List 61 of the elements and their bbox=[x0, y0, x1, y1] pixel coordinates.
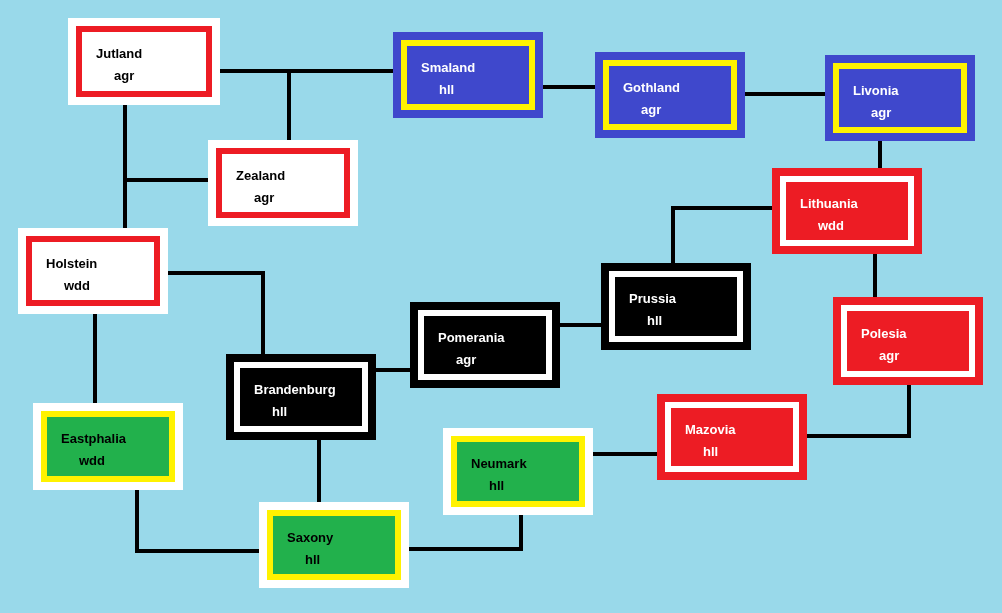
region-box bbox=[443, 428, 593, 515]
connector-line bbox=[671, 206, 772, 263]
region-name: Zealand bbox=[236, 167, 286, 183]
region-box bbox=[410, 302, 560, 388]
region-code: wdd bbox=[818, 217, 844, 233]
region-box bbox=[601, 263, 751, 350]
region-code: wdd bbox=[79, 453, 105, 468]
connector-line bbox=[560, 323, 601, 327]
region-name: Saxony bbox=[287, 529, 334, 545]
region-code: agr bbox=[879, 347, 900, 363]
region-box bbox=[33, 403, 183, 490]
region-box bbox=[68, 18, 220, 105]
connector-line bbox=[135, 490, 259, 553]
region-name: Smaland bbox=[421, 59, 476, 75]
connector-line bbox=[878, 141, 882, 168]
region-code: hll bbox=[305, 551, 321, 567]
region-code: hll bbox=[272, 403, 288, 419]
region-box bbox=[259, 502, 409, 588]
region-name: Pomerania bbox=[438, 329, 505, 345]
region-box bbox=[657, 394, 807, 480]
region-code: hll bbox=[489, 478, 505, 493]
region-box bbox=[18, 228, 168, 314]
region-code: agr bbox=[114, 68, 135, 83]
connector-line bbox=[123, 178, 208, 228]
region-box bbox=[226, 354, 376, 440]
region-code: agr bbox=[254, 189, 275, 205]
connector-line bbox=[873, 254, 877, 297]
connector-line bbox=[93, 314, 97, 403]
region-code: hll bbox=[647, 313, 663, 328]
region-name: Jutland bbox=[96, 46, 143, 61]
region-name: Livonia bbox=[853, 82, 899, 98]
region-code: hll bbox=[439, 81, 455, 97]
region-box bbox=[208, 140, 358, 226]
connector-line bbox=[376, 368, 410, 372]
connector-line bbox=[745, 92, 825, 96]
region-name: Mazovia bbox=[685, 421, 736, 437]
region-name: Prussia bbox=[629, 291, 676, 306]
region-box bbox=[825, 55, 975, 141]
connector-line bbox=[409, 515, 523, 551]
region-box bbox=[772, 168, 922, 254]
region-box bbox=[595, 52, 745, 138]
region-code: agr bbox=[871, 104, 892, 120]
region-name: Neumark bbox=[471, 456, 527, 471]
connector-line bbox=[543, 85, 595, 89]
region-box bbox=[393, 32, 543, 118]
region-code: hll bbox=[703, 443, 719, 459]
region-code: wdd bbox=[64, 277, 90, 293]
connector-line bbox=[168, 271, 265, 354]
connector-line bbox=[220, 69, 291, 140]
region-name: Polesia bbox=[861, 325, 907, 341]
region-name: Lithuania bbox=[800, 195, 858, 211]
region-box bbox=[833, 297, 983, 385]
connector-line bbox=[317, 440, 321, 502]
region-code: agr bbox=[641, 101, 662, 117]
connector-line bbox=[807, 385, 911, 438]
region-name: Holstein bbox=[46, 255, 98, 271]
region-code: agr bbox=[456, 351, 477, 367]
connector-line bbox=[593, 452, 657, 456]
region-name: Brandenburg bbox=[254, 381, 336, 397]
region-name: Gothland bbox=[623, 79, 681, 95]
region-name: Eastphalia bbox=[61, 431, 127, 446]
